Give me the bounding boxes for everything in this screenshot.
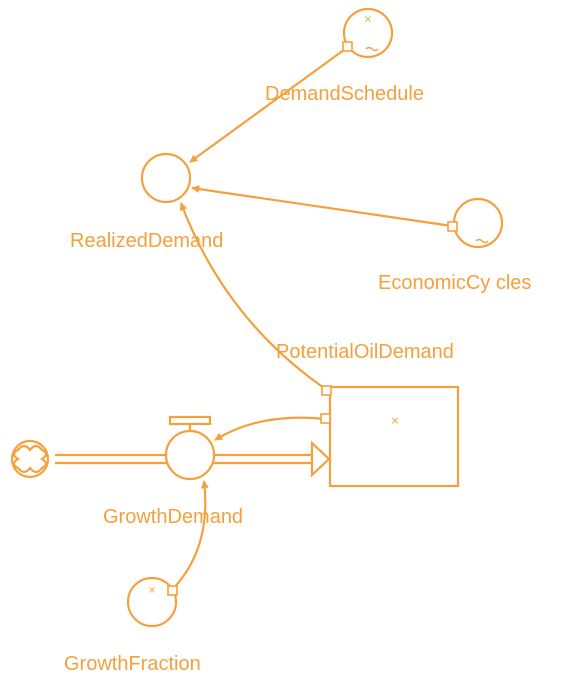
label-realized-demand: RealizedDemand bbox=[70, 230, 224, 252]
link-growth-fraction-to-growth-demand bbox=[171, 480, 209, 591]
link-demand-schedule-to-realized-demand bbox=[189, 46, 349, 163]
link-potential-oil-demand-to-growth-demand bbox=[214, 416, 327, 441]
flow-valve-growth-demand[interactable] bbox=[164, 415, 216, 481]
link-economic-cycles-to-realized-demand bbox=[191, 185, 453, 228]
cloud-source-icon bbox=[10, 439, 50, 479]
svg-text:×: × bbox=[364, 14, 372, 25]
link-connectors bbox=[167, 41, 458, 596]
label-demand-schedule: DemandSchedule bbox=[265, 83, 424, 105]
link-potential-oil-demand-to-realized-demand bbox=[179, 202, 328, 391]
label-growth-fraction: GrowthFraction bbox=[64, 653, 201, 675]
stock-potential-oil-demand[interactable] bbox=[328, 385, 460, 488]
svg-text:×: × bbox=[148, 585, 156, 596]
aux-economic-cycles[interactable] bbox=[452, 197, 504, 249]
aux-demand-schedule[interactable]: × bbox=[342, 7, 394, 59]
aux-growth-fraction[interactable]: × bbox=[126, 576, 178, 628]
stock-marker-icon: × bbox=[390, 414, 399, 427]
aux-realized-demand[interactable] bbox=[140, 152, 192, 204]
label-growth-demand: GrowthDemand bbox=[103, 506, 244, 528]
label-potential-oil-demand: PotentialOilDemand bbox=[276, 341, 454, 363]
label-economic-cycles: EconomicCy cles bbox=[378, 272, 532, 294]
